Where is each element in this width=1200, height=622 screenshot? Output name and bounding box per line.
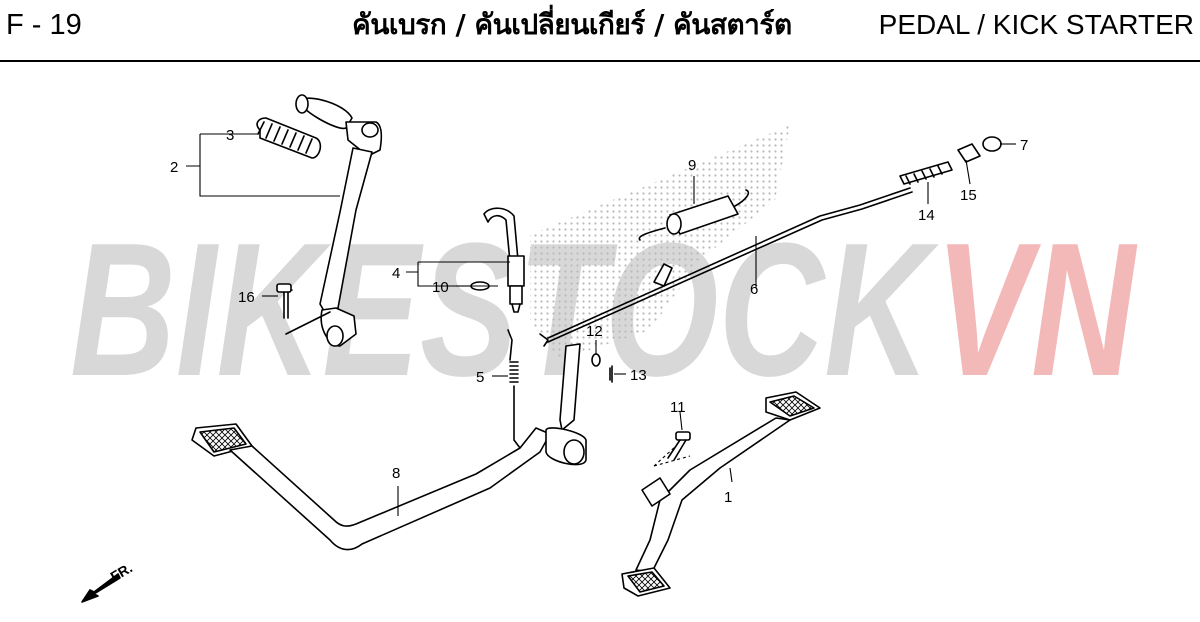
washer-and-pin <box>591 353 613 383</box>
kick-starter-assembly <box>256 94 383 347</box>
watermark-text-dark: BIKESTOCK <box>70 204 939 416</box>
callout-1: 1 <box>724 489 732 506</box>
callout-3: 3 <box>226 127 234 144</box>
watermark-text-red: VN <box>935 204 1138 416</box>
callout-13: 13 <box>630 367 647 384</box>
callout-9: 9 <box>688 157 696 174</box>
brake-pedal <box>621 391 821 597</box>
change-pedal <box>191 343 587 551</box>
callout-11: 11 <box>670 399 686 416</box>
callout-6: 6 <box>750 281 758 298</box>
callout-4: 4 <box>392 265 400 282</box>
return-spring <box>638 189 750 241</box>
callout-2: 2 <box>170 159 178 176</box>
page-code: F - 19 <box>6 9 82 41</box>
callout-10: 10 <box>432 279 449 296</box>
header-divider <box>0 60 1200 62</box>
page-title-thai: คันเบรก / คันเปลี่ยนเกียร์ / คันสตาร์ต <box>352 8 792 41</box>
callout-12: 12 <box>586 323 603 340</box>
watermark: BIKESTOCK VN <box>70 204 1138 416</box>
callout-8: 8 <box>392 465 400 482</box>
callout-14: 14 <box>918 207 935 224</box>
callout-16: 16 <box>238 289 255 306</box>
page-title-english: PEDAL / KICK STARTER <box>878 9 1194 40</box>
callout-7: 7 <box>1020 137 1028 154</box>
callout-5: 5 <box>476 369 484 386</box>
callout-labels: 1 2 3 4 5 6 7 8 9 10 11 12 13 14 15 16 <box>170 127 1028 506</box>
header: F - 19 คันเบรก / คันเปลี่ยนเกียร์ / คันส… <box>0 0 1200 62</box>
callout-15: 15 <box>960 187 977 204</box>
leader-lines <box>186 133 1016 516</box>
shade-area <box>530 125 790 360</box>
brake-rod-assembly <box>539 136 1002 347</box>
direction-arrow <box>81 573 121 603</box>
spring-5 <box>507 329 521 449</box>
